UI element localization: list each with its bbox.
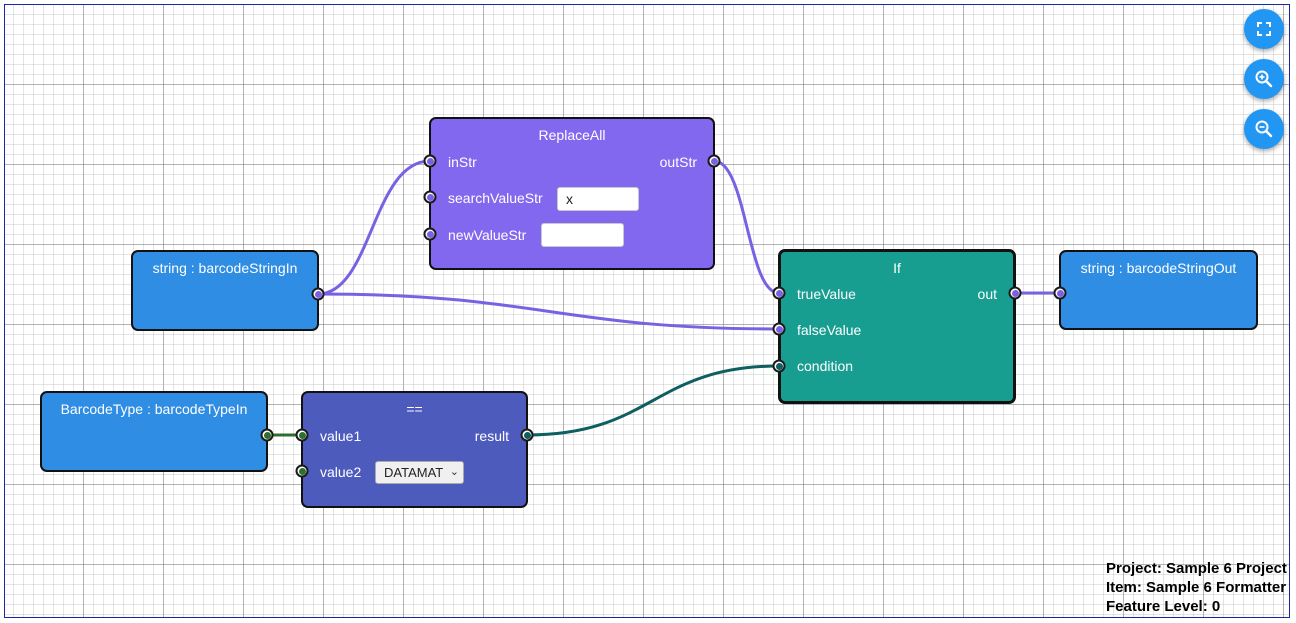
node-title: BarcodeType : barcodeTypeIn xyxy=(60,401,248,417)
port-label-value1: value1 xyxy=(320,428,362,444)
input-port-newvaluestr[interactable] xyxy=(423,227,437,241)
port-label-instr: inStr xyxy=(448,154,477,170)
output-port-outstr[interactable] xyxy=(707,154,721,168)
node-barcode-string-in[interactable]: string : barcodeStringIn xyxy=(131,250,319,331)
node-barcode-string-out[interactable]: string : barcodeStringOut xyxy=(1059,250,1258,330)
feature-level-info: Feature Level: 0 xyxy=(1106,598,1221,615)
input-port-value1[interactable] xyxy=(295,428,309,442)
node-title: ReplaceAll xyxy=(538,127,606,143)
project-info: Project: Sample 6 Project xyxy=(1106,560,1287,577)
node-equals[interactable]: == value1 value2 result DATAMAT ⌄ xyxy=(301,391,528,508)
node-title: string : barcodeStringIn xyxy=(152,260,298,276)
input-port-value2[interactable] xyxy=(295,464,309,478)
zoom-out-icon xyxy=(1255,120,1273,138)
fullscreen-button[interactable] xyxy=(1244,9,1284,49)
chevron-down-icon: ⌄ xyxy=(449,466,459,478)
node-title: string : barcodeStringOut xyxy=(1080,260,1237,276)
port-label-condition: condition xyxy=(797,358,854,374)
output-port[interactable] xyxy=(260,428,274,442)
input-port-falsevalue[interactable] xyxy=(772,322,786,336)
port-label-newvaluestr: newValueStr xyxy=(448,227,527,243)
port-label-value2: value2 xyxy=(320,464,362,480)
output-port-out[interactable] xyxy=(1008,286,1022,300)
port-label-truevalue: trueValue xyxy=(797,286,856,302)
output-port[interactable] xyxy=(311,287,325,301)
item-info: Item: Sample 6 Formatter xyxy=(1106,579,1287,596)
port-label-result: result xyxy=(474,428,509,444)
fullscreen-icon xyxy=(1257,22,1271,36)
node-if[interactable]: If trueValue falseValue condition out xyxy=(778,249,1016,404)
port-label-out: out xyxy=(977,286,997,302)
search-value-input[interactable]: x xyxy=(557,187,639,211)
output-port-result[interactable] xyxy=(520,428,534,442)
port-label-falsevalue: falseValue xyxy=(797,322,862,338)
node-title: == xyxy=(406,401,423,417)
port-label-outstr: outStr xyxy=(659,154,697,170)
new-value-input[interactable] xyxy=(541,223,624,247)
value2-select-value: DATAMAT xyxy=(384,465,444,480)
node-replace-all[interactable]: ReplaceAll inStr searchValueStr newValue… xyxy=(429,117,715,270)
value2-select[interactable]: DATAMAT ⌄ xyxy=(375,461,464,484)
node-barcode-type-in[interactable]: BarcodeType : barcodeTypeIn xyxy=(40,391,268,472)
zoom-in-icon xyxy=(1255,70,1273,88)
input-port-truevalue[interactable] xyxy=(772,286,786,300)
port-label-searchvaluestr: searchValueStr xyxy=(448,190,543,206)
zoom-in-button[interactable] xyxy=(1244,59,1284,99)
node-title: If xyxy=(893,260,901,276)
zoom-out-button[interactable] xyxy=(1244,109,1284,149)
input-port-searchvaluestr[interactable] xyxy=(423,190,437,204)
input-port-instr[interactable] xyxy=(423,154,437,168)
input-port-condition[interactable] xyxy=(772,359,786,373)
input-port[interactable] xyxy=(1053,286,1067,300)
